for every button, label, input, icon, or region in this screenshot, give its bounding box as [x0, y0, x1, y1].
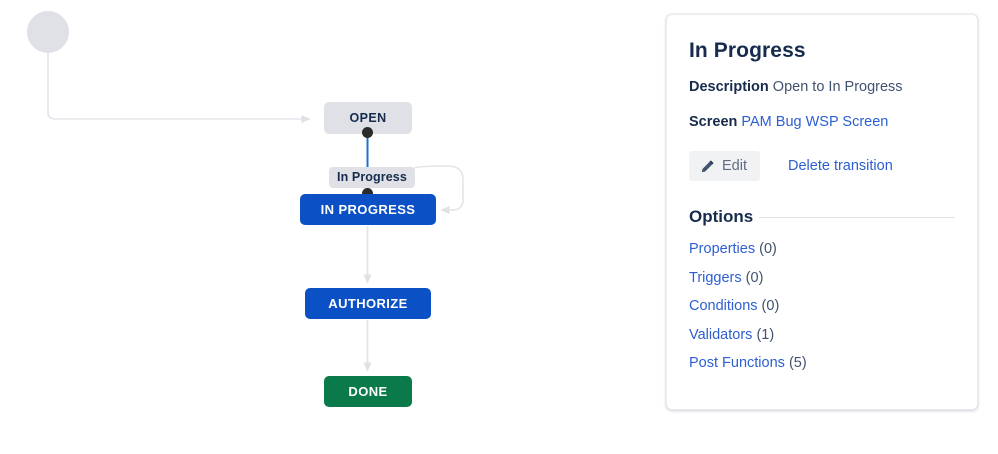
option-conditions-link[interactable]: Conditions — [689, 298, 758, 315]
edit-button-label: Edit — [722, 158, 747, 175]
diagram-connectors — [27, 11, 464, 372]
node-authorize-label: AUTHORIZE — [328, 296, 408, 311]
description-row: Description Open to In Progress — [689, 77, 955, 98]
option-conditions: Conditions (0) — [689, 292, 955, 321]
options-list: Properties (0) Triggers (0) Conditions (… — [689, 235, 955, 378]
transition-label-in-progress[interactable]: In Progress — [329, 167, 415, 188]
option-properties: Properties (0) — [689, 235, 955, 264]
options-heading: Options — [689, 207, 955, 227]
option-triggers-link[interactable]: Triggers — [689, 269, 742, 286]
screen-label: Screen — [689, 114, 738, 131]
option-properties-link[interactable]: Properties — [689, 241, 756, 258]
edge-handle-bottom[interactable] — [362, 188, 373, 199]
edge-handle-top[interactable] — [362, 127, 373, 138]
options-divider — [759, 216, 955, 218]
node-in-progress[interactable]: IN PROGRESS — [300, 194, 436, 225]
delete-transition-link[interactable]: Delete transition — [788, 158, 893, 175]
workflow-diagram[interactable]: OPEN In Progress IN PROGRESS AUTHORIZE D… — [0, 0, 660, 454]
panel-actions: Edit Delete transition — [689, 151, 955, 182]
option-validators: Validators (1) — [689, 321, 955, 350]
node-open-label: OPEN — [349, 111, 387, 125]
option-post-functions-count: (5) — [788, 355, 807, 372]
node-done[interactable]: DONE — [324, 376, 412, 407]
description-label: Description — [689, 79, 769, 95]
option-properties-count: (0) — [759, 241, 777, 258]
option-conditions-count: (0) — [761, 298, 780, 315]
edit-button[interactable]: Edit — [689, 151, 760, 182]
edge-inprogress-self-loop — [413, 165, 464, 214]
option-triggers: Triggers (0) — [689, 264, 955, 293]
node-in-progress-label: IN PROGRESS — [320, 202, 416, 217]
options-title: Options — [689, 207, 754, 227]
edge-start-to-open — [47, 53, 311, 123]
option-post-functions-link[interactable]: Post Functions — [689, 355, 785, 372]
transition-details-panel: In Progress Description Open to In Progr… — [666, 14, 978, 410]
transition-label-text: In Progress — [337, 170, 407, 184]
screen-row: Screen PAM Bug WSP Screen — [689, 112, 955, 133]
node-done-label: DONE — [348, 384, 388, 399]
screen-value-link[interactable]: PAM Bug WSP Screen — [741, 114, 889, 131]
node-authorize[interactable]: AUTHORIZE — [305, 288, 431, 319]
option-validators-link[interactable]: Validators — [689, 326, 753, 343]
description-value: Open to In Progress — [772, 79, 903, 95]
pencil-icon — [700, 159, 715, 174]
start-node-circle — [27, 11, 69, 53]
option-triggers-count: (0) — [745, 269, 764, 286]
option-validators-count: (1) — [756, 326, 775, 343]
option-post-functions: Post Functions (5) — [689, 349, 955, 378]
page-title: In Progress — [689, 39, 806, 62]
